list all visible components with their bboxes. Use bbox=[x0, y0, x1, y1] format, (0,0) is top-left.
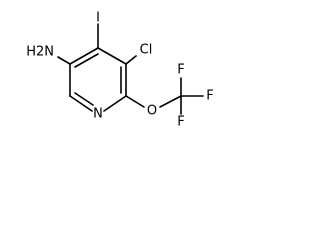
bond-c2-oxygen bbox=[125, 95, 145, 108]
atom-amine: H2N bbox=[26, 45, 54, 60]
bond-n1-c6 bbox=[69, 95, 93, 112]
atom-fluorine-top: F bbox=[177, 63, 184, 78]
bond-c5-c4-inner bbox=[74, 53, 99, 68]
chemical-structure: I Cl H2N N O F F F bbox=[26, 11, 214, 130]
atom-iodine: I bbox=[96, 11, 100, 26]
bond-c4-c3 bbox=[97, 47, 127, 65]
atom-fluorine-bottom: F bbox=[177, 115, 184, 130]
bond-c3-chlorine bbox=[125, 55, 137, 65]
atom-fluorine-right: F bbox=[206, 89, 213, 104]
atom-ether-oxygen: O bbox=[147, 104, 157, 119]
bond-c2-n1 bbox=[103, 95, 127, 112]
atom-chlorine: Cl bbox=[140, 43, 153, 58]
bond-oxygen-cf3 bbox=[159, 95, 182, 108]
bond-n1-c6-inner bbox=[74, 92, 94, 106]
substituent-bonds bbox=[57, 23, 204, 115]
pyridine-ring bbox=[69, 47, 127, 112]
bond-c5-c4 bbox=[69, 47, 99, 65]
atom-ring-nitrogen: N bbox=[93, 107, 103, 122]
bond-c5-amine bbox=[57, 56, 71, 65]
atom-labels: I Cl H2N N O F F F bbox=[26, 11, 214, 130]
